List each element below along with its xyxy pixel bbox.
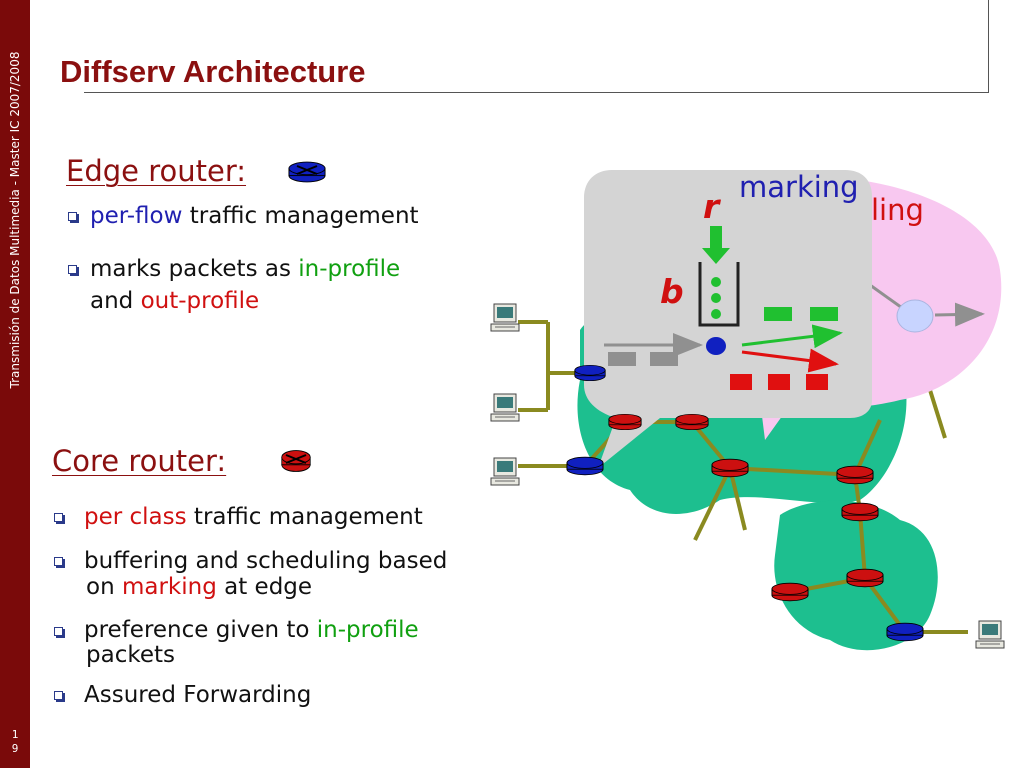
edge-bullet-1-highlight: per-flow <box>90 203 183 229</box>
page-number-digit: 9 <box>11 742 19 755</box>
core-router <box>836 465 874 485</box>
core-router-legend-icon <box>281 450 311 472</box>
core-bullet-3-in-profile: in-profile <box>316 617 419 643</box>
bullet-box-icon <box>54 557 63 566</box>
incoming-packet <box>608 352 636 366</box>
marking-label: marking <box>739 170 859 204</box>
edge-bullet-2-prefix: marks packets as <box>90 256 299 282</box>
edge-router <box>566 456 604 476</box>
bullet-box-icon <box>68 212 77 221</box>
title-frame <box>84 0 989 93</box>
network-links <box>518 320 968 634</box>
out-profile-packet <box>730 374 752 390</box>
edge-router <box>886 622 924 642</box>
edge-router-heading-label: Edge router: <box>66 154 247 188</box>
core-bullet-2-on: on <box>86 574 122 600</box>
core-bullet-1: per class traffic management <box>54 504 423 530</box>
in-profile-packet <box>810 307 838 321</box>
edge-bullet-2: marks packets as in-profile and out-profi… <box>68 253 400 317</box>
core-router <box>675 413 709 431</box>
host-computer-icon <box>490 457 520 486</box>
core-router <box>608 413 642 431</box>
scheduler-queue-node <box>896 299 934 333</box>
edge-bullet-2-out-profile: out-profile <box>140 288 260 314</box>
core-router <box>841 502 879 522</box>
sidebar: Transmisión de Datos Multimedia - Master… <box>0 0 30 768</box>
host-computer-icon <box>490 303 520 332</box>
core-router <box>771 582 809 602</box>
marking-callout <box>584 170 872 468</box>
out-profile-packet <box>806 374 828 390</box>
edge-bullet-2-and: and <box>90 288 141 314</box>
token-bucket <box>698 262 740 327</box>
edge-bullet-2-in-profile: in-profile <box>298 256 401 282</box>
core-bullet-2-line1: buffering and scheduling based <box>84 548 448 574</box>
core-bullet-4-text: Assured Forwarding <box>84 682 312 708</box>
core-bullet-1-rest: traffic management <box>186 504 423 530</box>
router-x-marks <box>285 165 318 464</box>
edge-bullet-1-rest: traffic management <box>182 203 419 229</box>
edge-router <box>574 364 606 382</box>
bullet-box-icon <box>54 627 63 636</box>
in-profile-packet <box>764 307 792 321</box>
scheduling-label: ling <box>871 193 924 227</box>
core-bullet-2-rest: at edge <box>216 574 313 600</box>
token-rate-arrow <box>710 226 722 250</box>
core-bullet-3-prefix: preference given to <box>84 617 317 643</box>
host-computer-icon <box>490 393 520 422</box>
edge-router-legend-icon <box>288 161 326 183</box>
marker-node <box>706 337 726 355</box>
core-bullet-1-highlight: per class <box>84 504 187 530</box>
core-bullet-2-marking: marking <box>121 574 217 600</box>
slide-title: Diffserv Architecture <box>60 54 366 89</box>
host-computer-icon <box>975 620 1005 649</box>
core-bullet-4: Assured Forwarding <box>54 682 311 708</box>
incoming-packet <box>650 352 678 366</box>
edge-router-heading: Edge router: <box>66 154 246 188</box>
core-bullet-3-packets: packets <box>86 642 175 668</box>
rate-label: r <box>703 187 721 226</box>
core-router <box>846 568 884 588</box>
bullet-box-icon <box>68 265 77 274</box>
page-number-digit: 1 <box>11 728 19 741</box>
core-bullet-3: preference given to in-profile packets <box>54 618 419 668</box>
core-router-heading-label: Core router: <box>52 444 227 478</box>
bucket-label: b <box>660 272 684 311</box>
bullet-box-icon <box>54 513 63 522</box>
core-router-heading: Core router: <box>52 444 226 478</box>
core-router <box>711 458 749 478</box>
edge-bullet-1: per-flow traffic management <box>68 203 419 229</box>
out-profile-packet <box>768 374 790 390</box>
bullet-box-icon <box>54 691 63 700</box>
